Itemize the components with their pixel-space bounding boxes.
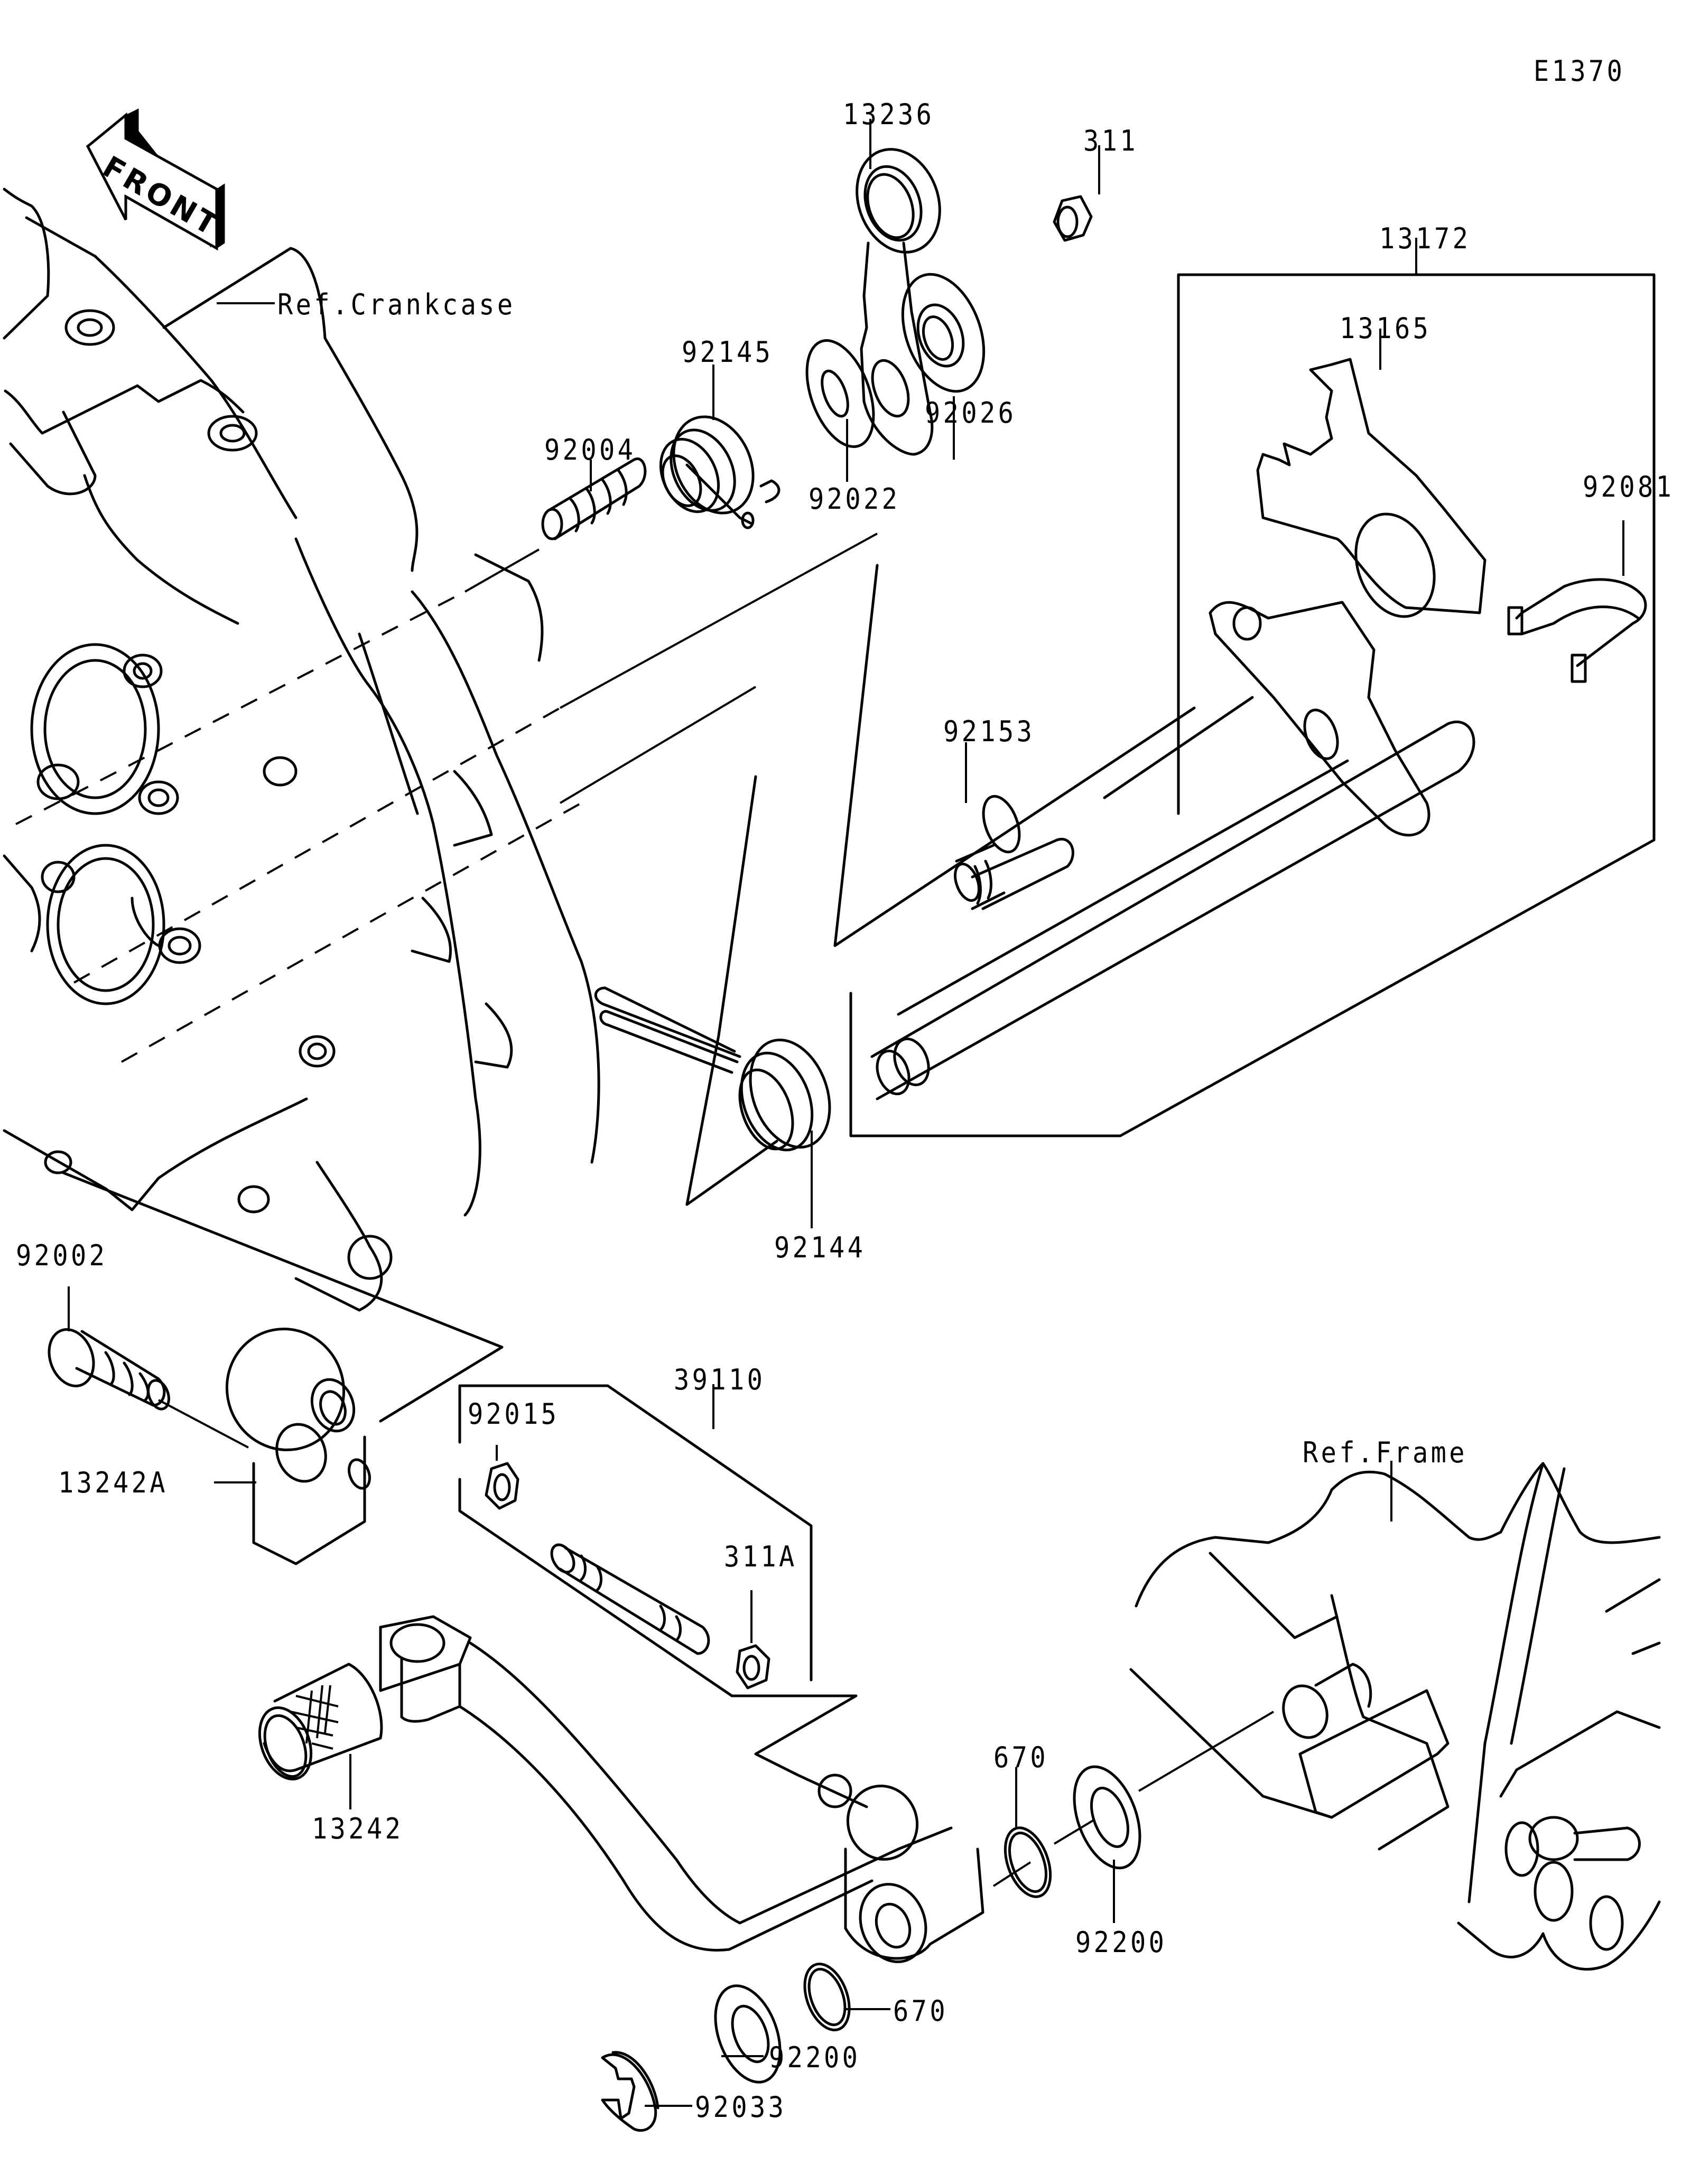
part-92144-torsion-spring bbox=[594, 986, 831, 1152]
part-label-13242: 13242 bbox=[312, 1812, 404, 1845]
part-311-nut bbox=[1053, 195, 1093, 242]
projection-lines bbox=[62, 564, 1254, 1423]
part-label-311A: 311A bbox=[724, 1540, 797, 1573]
part-tie-rod bbox=[550, 1543, 710, 1655]
front-arrow-icon: FRONT bbox=[86, 108, 226, 251]
part-label-92081: 92081 bbox=[1583, 470, 1675, 503]
part-label-670-lower: 670 bbox=[893, 1994, 948, 2028]
ref-frame-label: Ref.Frame bbox=[1303, 1436, 1467, 1469]
part-92200-washer-upper bbox=[1073, 1711, 1275, 1870]
part-label-13236: 13236 bbox=[843, 98, 935, 131]
ref-crankcase-label: Ref.Crankcase bbox=[277, 288, 516, 321]
part-92145-spring bbox=[659, 415, 781, 529]
part-label-92144: 92144 bbox=[774, 1231, 866, 1264]
part-label-92200-upper: 92200 bbox=[1075, 1926, 1167, 1959]
pedal-pivot-boss bbox=[817, 1774, 984, 1963]
part-label-92026: 92026 bbox=[925, 396, 1017, 430]
part-label-92004: 92004 bbox=[544, 433, 636, 466]
part-92022-washer bbox=[805, 339, 875, 448]
part-92081-clip bbox=[1507, 578, 1647, 683]
part-92026-collar bbox=[901, 273, 986, 393]
figure-code-label: E1370 bbox=[1534, 54, 1625, 88]
part-311A-nut bbox=[736, 1644, 770, 1690]
part-label-13242A: 13242A bbox=[58, 1466, 168, 1499]
part-label-13165: 13165 bbox=[1340, 312, 1432, 345]
part-label-92145: 92145 bbox=[682, 335, 774, 369]
part-13242A-clamp bbox=[225, 1328, 371, 1565]
part-13242-pedal bbox=[258, 1615, 953, 1952]
part-92015-nut bbox=[485, 1462, 519, 1510]
part-92033-circlip bbox=[601, 2051, 659, 2132]
part-label-670-upper: 670 bbox=[993, 1741, 1048, 1774]
part-92004-stud bbox=[541, 457, 647, 540]
part-670-oring-lower bbox=[803, 1963, 851, 2031]
part-label-39110: 39110 bbox=[674, 1363, 766, 1396]
part-13236-lever-arm bbox=[856, 148, 941, 456]
part-label-92153: 92153 bbox=[943, 715, 1035, 748]
group-39110-bracket bbox=[458, 1384, 868, 1808]
part-label-92033: 92033 bbox=[695, 2090, 787, 2124]
part-label-311: 311 bbox=[1083, 124, 1138, 157]
crankcase-reference-drawing bbox=[3, 188, 600, 1312]
part-label-92022: 92022 bbox=[809, 482, 900, 516]
part-label-92200-lower: 92200 bbox=[769, 2041, 861, 2074]
part-label-92002: 92002 bbox=[16, 1239, 108, 1272]
part-shift-shaft bbox=[870, 601, 1475, 1100]
part-label-92015: 92015 bbox=[468, 1397, 560, 1431]
part-13165-plate bbox=[1256, 358, 1486, 618]
part-92200-washer-lower bbox=[714, 1984, 782, 2084]
part-92153-bolt bbox=[954, 795, 1074, 910]
part-670-oring-upper bbox=[992, 1819, 1095, 1898]
group-13172-bracket bbox=[849, 238, 1656, 1137]
frame-reference-drawing bbox=[1129, 1462, 1661, 1971]
part-92002-bolt bbox=[48, 1328, 170, 1411]
alignment-lines bbox=[15, 533, 878, 1063]
part-label-13172: 13172 bbox=[1379, 222, 1471, 255]
